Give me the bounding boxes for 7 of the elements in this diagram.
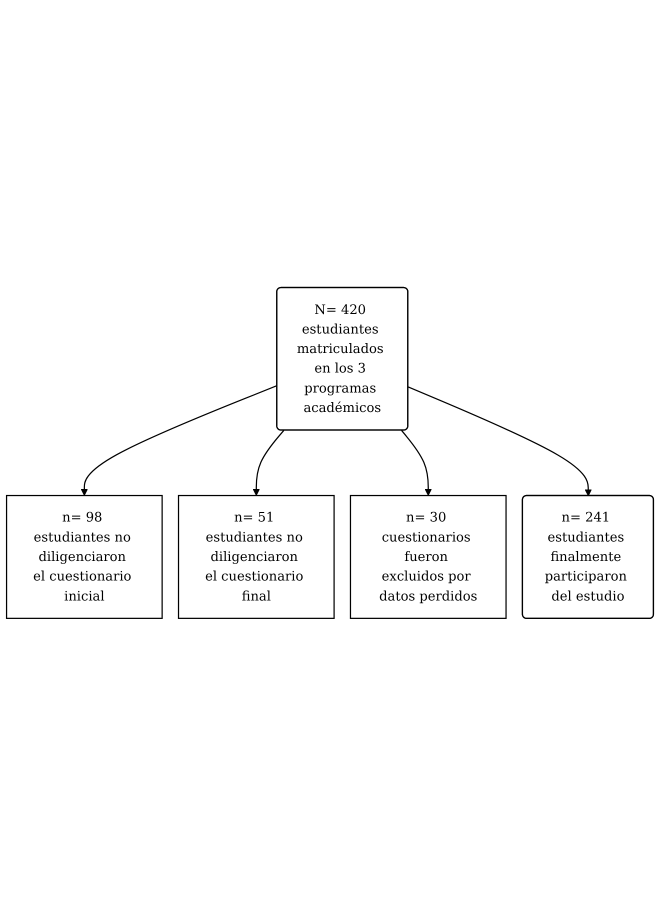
arrow (401, 430, 432, 496)
arrow (80, 385, 278, 496)
arrow (408, 386, 592, 496)
arrow (252, 430, 284, 496)
node-box: n= 30 cuestionarios fueron excluidos por datos perdidos (350, 494, 507, 620)
node-box: n= 98 estudiantes no diligenciaron el cuestionario inicial (6, 494, 163, 620)
node-box: n= 51 estudiantes no diligenciaron el cuestionario final (178, 494, 335, 620)
